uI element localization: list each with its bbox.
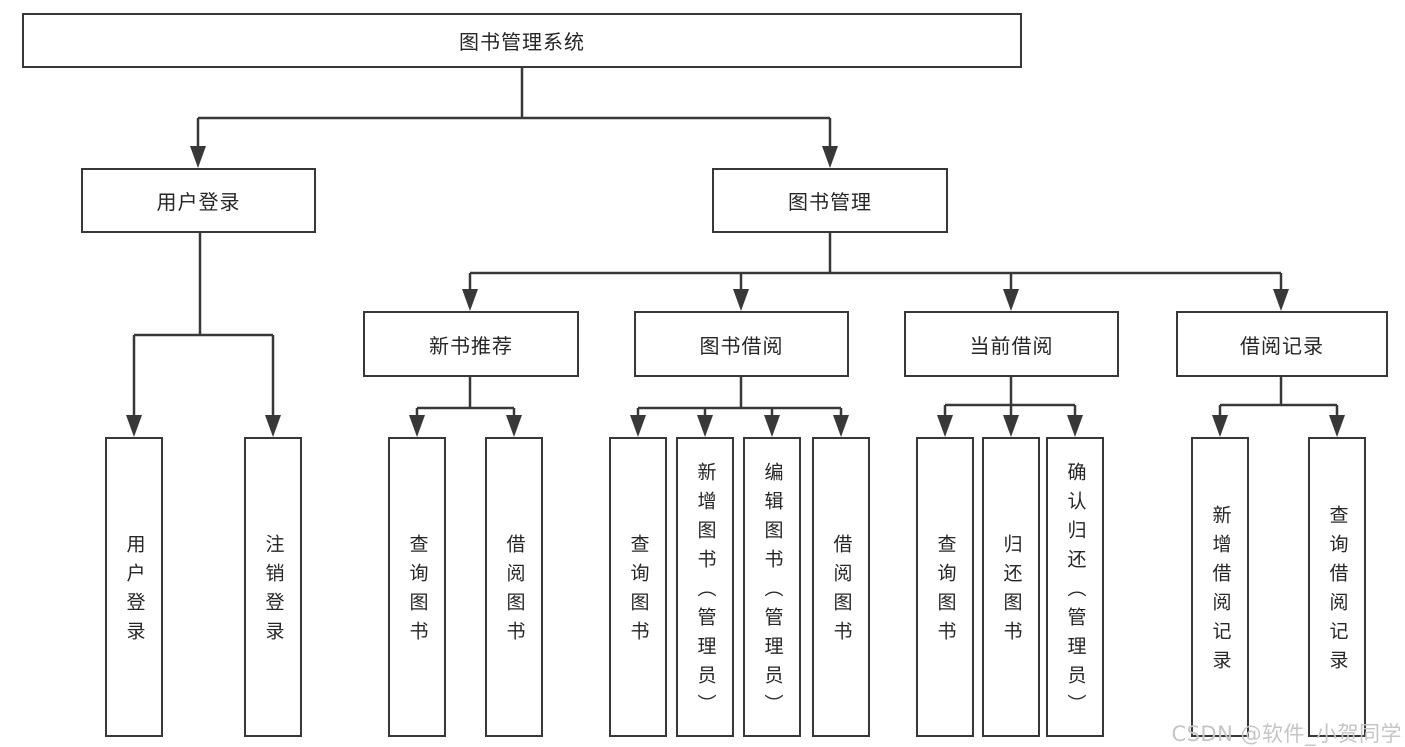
node-new-book-recommendation: 新书推荐 — [363, 311, 579, 377]
node-label: 图书借阅 — [699, 333, 784, 358]
node-label: 查询图书 — [406, 534, 429, 650]
leaf-edit-books-admin: 编辑图书（管理员） — [743, 437, 801, 737]
node-label: 借阅图书 — [503, 534, 526, 650]
leaf-query-borrow-record: 查询借阅记录 — [1308, 437, 1366, 737]
node-label: 借阅图书 — [830, 534, 853, 650]
node-label: 查询图书 — [627, 534, 650, 650]
leaf-query-books: 查询图书 — [609, 437, 667, 737]
leaf-confirm-return-admin: 确认归还（管理员） — [1046, 437, 1104, 737]
node-label: 查询借阅记录 — [1326, 505, 1349, 679]
node-label: 新增图书（管理员） — [694, 461, 717, 723]
leaf-logout: 注销登录 — [244, 437, 302, 737]
leaf-query-books: 查询图书 — [388, 437, 446, 737]
leaf-query-books: 查询图书 — [916, 437, 974, 737]
node-book-management: 图书管理 — [712, 168, 948, 233]
node-label: 注销登录 — [262, 534, 285, 650]
leaf-add-books-admin: 新增图书（管理员） — [676, 437, 734, 737]
node-label: 当前借阅 — [969, 333, 1054, 358]
node-label: 图书管理系统 — [459, 30, 585, 54]
arrowheads — [126, 146, 1345, 437]
node-current-borrowing: 当前借阅 — [904, 311, 1119, 377]
leaf-add-borrow-record: 新增借阅记录 — [1191, 437, 1249, 737]
leaf-return-books: 归还图书 — [982, 437, 1040, 737]
node-label: 用户登录 — [156, 190, 241, 214]
node-label: 查询图书 — [934, 534, 957, 650]
node-label: 新增借阅记录 — [1209, 505, 1232, 679]
node-borrowing-records: 借阅记录 — [1176, 311, 1388, 377]
leaf-borrow-books: 借阅图书 — [485, 437, 543, 737]
node-label: 用户登录 — [123, 534, 146, 650]
node-label: 归还图书 — [1000, 534, 1023, 650]
leaf-borrow-books: 借阅图书 — [812, 437, 870, 737]
node-label: 确认归还（管理员） — [1064, 461, 1087, 723]
leaf-user-login: 用户登录 — [105, 437, 163, 737]
node-label: 编辑图书（管理员） — [761, 461, 784, 723]
node-user-login: 用户登录 — [81, 168, 316, 233]
node-label: 新书推荐 — [429, 333, 513, 358]
node-book-borrowing: 图书借阅 — [634, 311, 849, 377]
node-library-management-system: 图书管理系统 — [22, 13, 1022, 68]
node-label: 图书管理 — [788, 190, 872, 214]
node-label: 借阅记录 — [1240, 333, 1324, 358]
